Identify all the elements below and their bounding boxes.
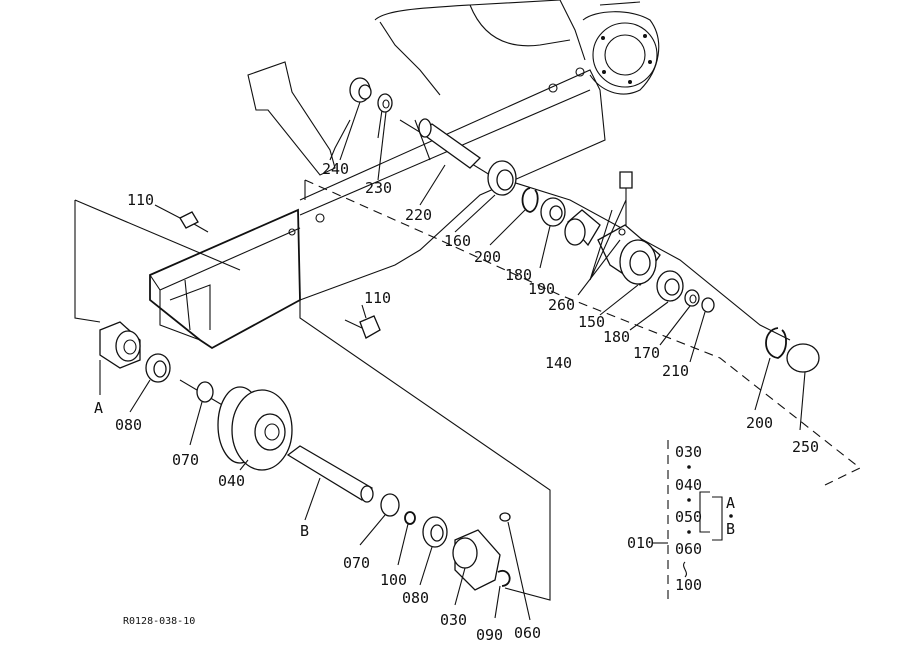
label-060: 060: [514, 624, 541, 642]
legend-030: 030: [675, 443, 702, 461]
label-200a: 200: [474, 248, 501, 266]
legend-B: B: [726, 520, 735, 538]
label-140: 140: [545, 354, 572, 372]
label-A: A: [94, 399, 103, 417]
assembly-legend: 030 040 050 060 100 010 A B: [627, 440, 735, 605]
part-labels: 240 230 220 160 200 180 190 260 150 180 …: [94, 160, 819, 644]
collar-070b: [380, 493, 400, 517]
legend-060: 060: [675, 540, 702, 558]
drawing-code: R0128-038-10: [123, 616, 195, 627]
end-piece-030: [452, 529, 501, 591]
bolt-110a: [179, 211, 209, 233]
label-180a: 180: [505, 266, 532, 284]
machine-body: [149, 0, 660, 350]
label-230: 230: [365, 179, 392, 197]
label-210: 210: [662, 362, 689, 380]
legend-010: 010: [627, 534, 654, 552]
washer-170: [684, 289, 700, 307]
label-160: 160: [444, 232, 471, 250]
label-170: 170: [633, 344, 660, 362]
cap-250: [786, 343, 820, 373]
label-030: 030: [440, 611, 467, 629]
label-220: 220: [405, 206, 432, 224]
label-090: 090: [476, 626, 503, 644]
label-150: 150: [578, 313, 605, 331]
label-110b: 110: [364, 289, 391, 307]
snap-ring-200b: [765, 327, 787, 359]
pin-090: [497, 569, 511, 587]
washer-230: [377, 93, 393, 113]
grease-nipple-260: [619, 171, 633, 189]
assembly-axis-lines: [74, 109, 862, 601]
label-180b: 180: [603, 328, 630, 346]
roller-040: [217, 386, 293, 471]
plug-060: [499, 512, 511, 522]
label-B: B: [300, 522, 309, 540]
collar-070a: [196, 381, 214, 403]
legend-050: 050: [675, 508, 702, 526]
label-040: 040: [218, 472, 245, 490]
label-250: 250: [792, 438, 819, 456]
legend-040: 040: [675, 476, 702, 494]
legend-100: 100: [675, 576, 702, 594]
label-070b: 070: [343, 554, 370, 572]
label-070a: 070: [172, 451, 199, 469]
label-260: 260: [548, 296, 575, 314]
o-ring-100: [404, 511, 416, 525]
label-240: 240: [322, 160, 349, 178]
label-200b: 200: [746, 414, 773, 432]
snap-ring-200: [521, 187, 539, 213]
label-080a: 080: [115, 416, 142, 434]
label-100: 100: [380, 571, 407, 589]
label-110a: 110: [127, 191, 154, 209]
end-piece-A: [99, 321, 141, 369]
nut-210: [701, 297, 715, 313]
leader-lines: [99, 101, 806, 621]
label-080b: 080: [402, 589, 429, 607]
bolt-110b: [344, 315, 381, 339]
shaft-B: [286, 445, 373, 501]
parts: [99, 77, 820, 591]
label-190: 190: [528, 280, 555, 298]
legend-A: A: [726, 494, 735, 512]
